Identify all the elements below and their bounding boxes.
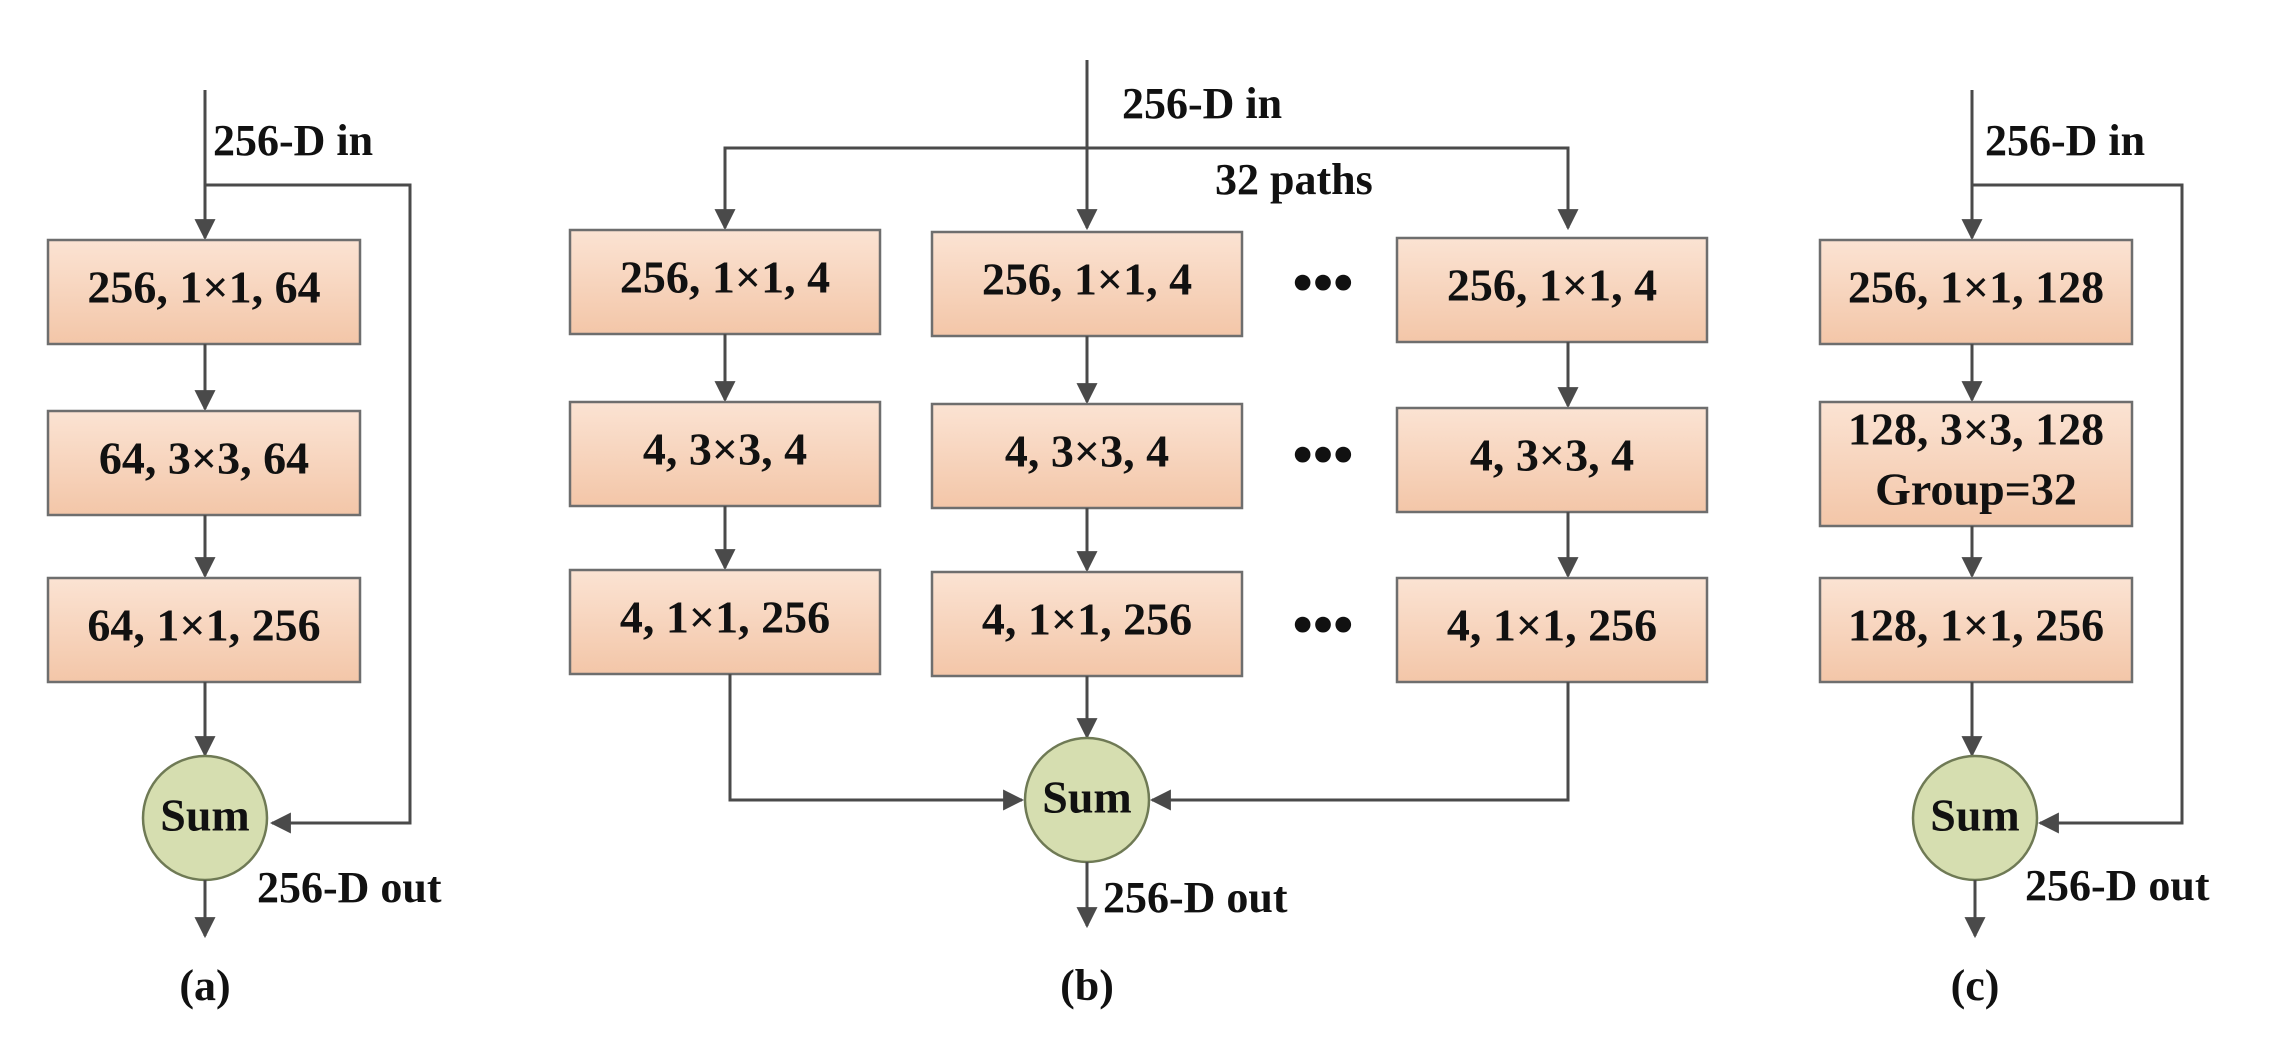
panel-b-input-label: 256-D in [1122,79,1282,128]
panel-c-shortcut-connection [1972,183,2184,834]
panel-c-layer-2-group-label: Group=32 [1875,464,2077,515]
panel-c-output-label: 256-D out [2025,861,2210,910]
panel-a: 256-D in 256, 1×1, 64 64, 3×3, 64 64, 1×… [46,90,442,1010]
panel-b-path-1: 256, 1×1, 4 4, 3×3, 4 4, 1×1, 256 [568,228,1025,811]
panel-b-path-2-layer-1-box [930,230,1244,338]
panel-a-input-label: 256-D in [213,116,373,165]
panel-c-sum-label: Sum [1930,790,2019,841]
panel-b-sum-label: Sum [1042,772,1131,823]
panel-b-paths-label: 32 paths [1215,155,1373,204]
panel-c-layer-1-label: 256, 1×1, 128 [1848,262,2104,313]
panel-b-path-32-layer-1-label: 256, 1×1, 4 [1447,260,1657,311]
panel-b-split-right [1087,146,1579,231]
panel-a-sum-label: Sum [160,790,249,841]
panel-b-path-32-layer-1-box [1395,236,1709,344]
panel-b-path-2-layer-2-box [930,402,1244,510]
panel-b-path-1-layer-1-box [568,228,882,336]
panel-b-ellipsis-row-1: ••• [1293,250,1354,315]
panel-b-path-1-layer-2-label: 4, 3×3, 4 [643,424,807,475]
panel-a-layer-2-box [46,409,362,517]
panel-b-path-32: 256, 1×1, 4 4, 3×3, 4 4, 1×1, 256 [1149,236,1709,811]
panel-b: 256-D in 32 paths 256, 1×1, 4 4, 3×3, 4 … [568,60,1709,1010]
panel-a-layer-3-box [46,576,362,684]
panel-b-path-1-to-sum [728,674,1025,811]
panel-c-caption: (c) [1951,961,2000,1010]
panel-a-layer-2-label: 64, 3×3, 64 [99,433,309,484]
panel-b-path-1-layer-3-box [568,568,882,676]
panel-b-path-1-layer-1-label: 256, 1×1, 4 [620,252,830,303]
panel-b-path-32-layer-3-label: 4, 1×1, 256 [1447,600,1657,651]
panel-b-path-2-layer-2-label: 4, 3×3, 4 [1005,426,1169,477]
panel-c-layer-3-label: 128, 1×1, 256 [1848,600,2104,651]
panel-c-layer-1-box [1818,238,2134,346]
panel-c-input-label: 256-D in [1985,116,2145,165]
panel-b-output-label: 256-D out [1103,873,1288,922]
panel-b-path-32-layer-2-label: 4, 3×3, 4 [1470,430,1634,481]
panel-b-path-32-layer-2-box [1395,406,1709,514]
panel-c-layer-3-box [1818,576,2134,684]
panel-c-layer-2-label: 128, 3×3, 128 [1848,404,2104,455]
panel-a-layer-3-label: 64, 1×1, 256 [87,600,320,651]
panel-b-path-1-layer-3-label: 4, 1×1, 256 [620,592,830,643]
panel-b-caption: (b) [1060,961,1114,1010]
panel-b-path-32-layer-3-box [1395,576,1709,684]
panel-b-path-2-layer-3-box [930,570,1244,678]
panel-b-path-32-to-sum [1149,682,1570,811]
panel-c-layer-2-box [1818,400,2134,528]
panel-a-caption: (a) [179,961,230,1010]
panel-a-layer-1-label: 256, 1×1, 64 [87,262,320,313]
panel-a-layer-1-box [46,238,362,346]
panel-c: 256-D in 256, 1×1, 128 128, 3×3, 128 Gro… [1818,90,2210,1010]
panel-b-ellipsis-row-2: ••• [1293,422,1354,487]
panel-b-split-left [714,146,1087,231]
panel-b-ellipsis-row-3: ••• [1293,592,1354,657]
panel-b-path-2-layer-1-label: 256, 1×1, 4 [982,254,1192,305]
panel-b-path-2: 256, 1×1, 4 4, 3×3, 4 4, 1×1, 256 [930,230,1244,740]
panel-b-path-2-layer-3-label: 4, 1×1, 256 [982,594,1192,645]
panel-a-output-label: 256-D out [257,863,442,912]
panel-a-shortcut-connection [205,183,412,834]
